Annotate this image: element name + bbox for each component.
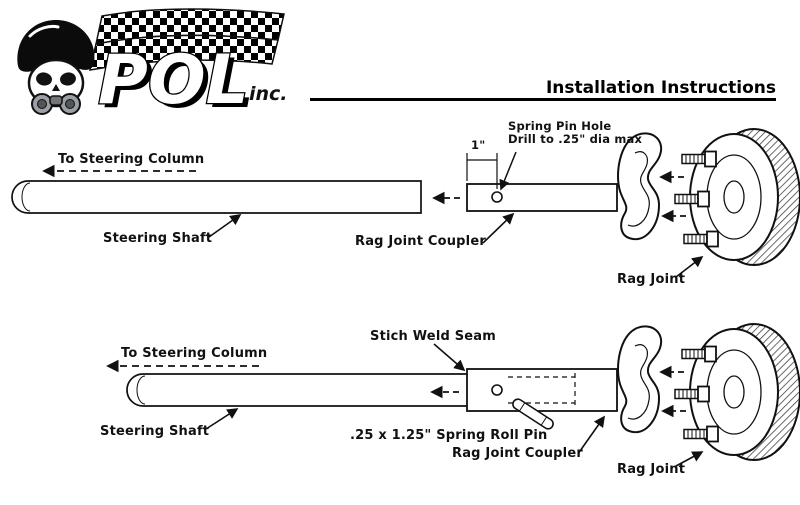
rag-joint-leader-bottom — [675, 451, 704, 467]
spring-roll-pin — [512, 398, 554, 430]
steering-shaft-label-bottom: Steering Shaft — [100, 424, 210, 439]
steering-shaft-leader-top — [208, 214, 242, 238]
rag-joint-bottom — [675, 324, 800, 460]
rag-joint-coupler-leader-bottom — [579, 415, 605, 452]
diagram-top — [11, 129, 800, 278]
steering-shaft-top — [11, 180, 422, 214]
rag-joint-coupler-leader-top — [482, 212, 515, 244]
pol-logo-art: POL POL inc. — [17, 8, 288, 124]
rag-joint-leader-top — [675, 255, 704, 278]
coupler-flange-bottom — [617, 325, 663, 434]
skull-mascot-icon — [17, 20, 95, 115]
page-title: Installation Instructions — [545, 78, 776, 98]
drill-note-label: Drill to .25" dia max — [508, 132, 643, 146]
coupler-flange-top — [617, 132, 663, 241]
shaft-end-arc-bottom — [136, 375, 146, 405]
steering-shaft-leader-bottom — [205, 408, 239, 430]
logo-suffix: inc. — [249, 83, 288, 105]
rag-joint-label-bottom: Rag Joint — [617, 462, 686, 477]
steering-shaft-label-top: Steering Shaft — [103, 231, 213, 246]
steering-shaft-bottom — [126, 373, 471, 407]
shaft-end-arc-top — [21, 182, 31, 212]
diagram-bottom — [106, 324, 800, 467]
rag-joint-coupler-bottom — [466, 368, 618, 412]
stitch-weld-seam-label: Stich Weld Seam — [370, 329, 496, 344]
rag-joint-coupler-top — [466, 183, 618, 212]
checkered-flags-icon — [89, 8, 285, 71]
dimension-1in — [466, 153, 498, 189]
rag-joint-label-top: Rag Joint — [617, 272, 686, 287]
logo-text-shadow: POL — [103, 45, 254, 122]
spring-pin-hole-label: Spring Pin Hole — [508, 119, 612, 133]
rag-joint-coupler-label-top: Rag Joint Coupler — [355, 234, 486, 249]
spring-pin-hole-bottom — [491, 384, 503, 396]
stitch-weld-leader — [433, 343, 466, 372]
title-underline — [310, 98, 776, 101]
to-steering-column-label-bottom: To Steering Column — [121, 346, 268, 361]
spring-roll-pin-label: .25 x 1.25" Spring Roll Pin — [350, 428, 548, 443]
pol-logo: POL POL inc. — [6, 4, 306, 124]
spring-pin-hole-top — [491, 191, 503, 203]
dimension-label: 1" — [471, 138, 486, 152]
rag-joint-coupler-label-bottom: Rag Joint Coupler — [452, 446, 583, 461]
to-steering-column-label-top: To Steering Column — [58, 152, 205, 167]
logo-text: POL — [98, 41, 249, 120]
spring-pin-hole-leader — [499, 151, 517, 191]
rag-joint-top — [675, 129, 800, 265]
